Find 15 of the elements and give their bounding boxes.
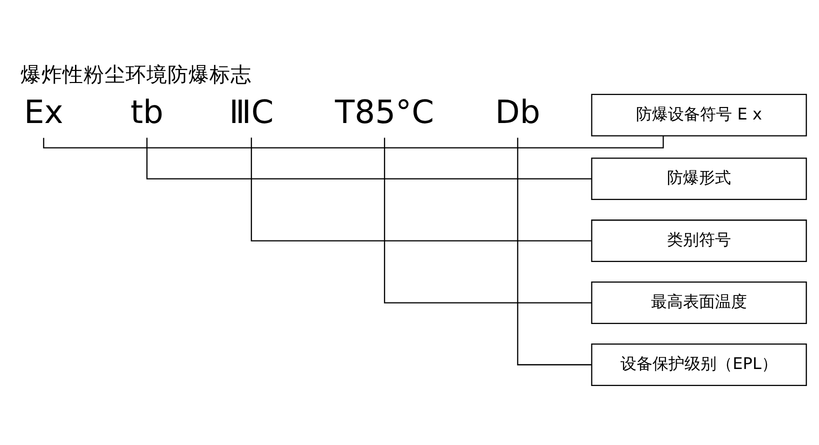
connector xyxy=(146,137,592,179)
node-box: 最高表面温度 xyxy=(591,281,807,324)
connector xyxy=(384,137,592,303)
node-text: Db xyxy=(495,92,540,131)
diagram-title: 爆炸性粉尘环境防爆标志 xyxy=(20,62,252,86)
connector xyxy=(250,137,592,241)
node-box: 类别符号 xyxy=(591,219,807,262)
connector xyxy=(517,137,592,365)
node-box: 防爆形式 xyxy=(591,157,807,200)
node-box: 防爆设备符号 E x xyxy=(591,93,807,136)
node-text: tb xyxy=(130,92,164,131)
node-text: T85°C xyxy=(335,92,434,131)
node-text: Ex xyxy=(24,92,64,131)
node-box: 设备保护级别（EPL） xyxy=(591,343,807,386)
node-text: ⅢC xyxy=(229,92,274,131)
